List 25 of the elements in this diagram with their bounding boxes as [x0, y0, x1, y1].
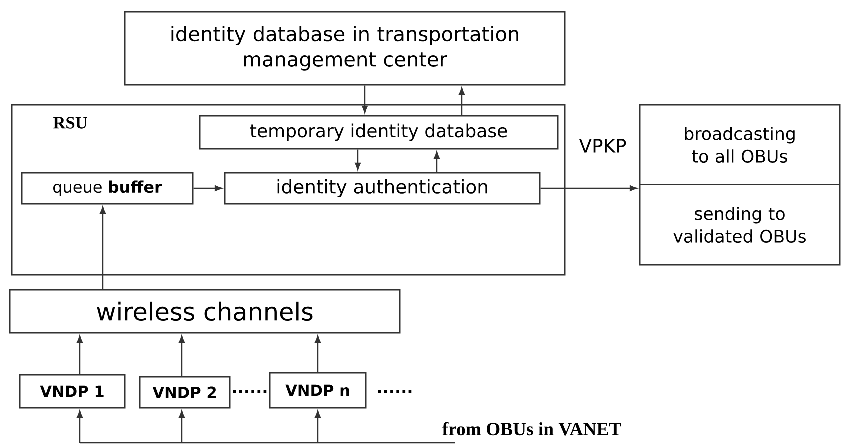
- arrow: [315, 336, 321, 372]
- buffer-box: queue buffer: [21, 172, 194, 205]
- vndp-box: VNDP 1: [19, 374, 126, 409]
- arrow: [459, 88, 465, 116]
- arrow: [179, 410, 185, 443]
- arrow: [434, 152, 440, 172]
- process-box: identity authentication: [224, 172, 541, 205]
- ellipsis-text: ......: [233, 390, 267, 394]
- source-note: from OBUs in VANET: [442, 422, 622, 436]
- edge-label: VPKP: [578, 138, 628, 154]
- vndp-box: VNDP n: [269, 372, 367, 409]
- arrow: [77, 410, 83, 443]
- arrow: [540, 186, 638, 192]
- arrow: [179, 336, 185, 376]
- arrow: [194, 186, 222, 192]
- output-box: broadcasting to all OBUs sending to validated OBUs: [639, 104, 841, 266]
- database-box: temporary identity database: [199, 115, 559, 150]
- arrow: [315, 410, 321, 443]
- arrow: [362, 86, 368, 114]
- database-box: identity database in transportation management center: [124, 11, 566, 86]
- arrow: [100, 206, 106, 290]
- vndp-box: VNDP 2: [139, 376, 231, 409]
- channel-box: wireless channels: [9, 289, 401, 334]
- arrow: [77, 336, 83, 374]
- arrow: [355, 150, 361, 170]
